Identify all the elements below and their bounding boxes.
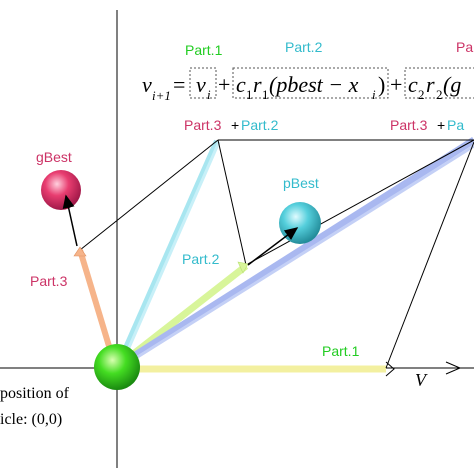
- eq-box-vi: [189, 67, 217, 99]
- label-part3-left: Part.3: [30, 273, 68, 289]
- label-combo1-part2: Part.2: [241, 117, 279, 133]
- construct-line-5: [385, 141, 474, 369]
- pbest-arrow: [247, 227, 299, 266]
- combo-blue-bar: [116, 137, 474, 369]
- eq-sub-x: i: [372, 87, 376, 102]
- label-combo1-plus: +: [231, 117, 239, 133]
- eq-plus1: +: [218, 72, 230, 97]
- eq-equals: =: [173, 72, 185, 97]
- construct-line-1: [79, 139, 219, 251]
- eq-close-paren: ): [378, 72, 385, 97]
- eq-r2: r: [426, 72, 435, 97]
- part3-arrowhead: [73, 246, 87, 257]
- eq-box-term3: [404, 67, 474, 99]
- eq-term3-body: (g: [443, 72, 461, 97]
- label-v-axis: V: [415, 370, 428, 390]
- combo-cyan-bar: [115, 139, 220, 368]
- eq-sub-c1: 1: [246, 87, 253, 102]
- eq-r1: r: [253, 72, 262, 97]
- part1-arrowhead: [385, 361, 395, 377]
- label-combo2-part3: Part.3: [390, 117, 428, 133]
- label-part2-top: Part.2: [285, 39, 323, 55]
- label-position-line2: icle: (0,0): [0, 411, 62, 428]
- eq-vi: v: [196, 72, 206, 97]
- label-part1-top: Part.1: [185, 42, 223, 58]
- gbest-ball: [41, 170, 81, 210]
- eq-sub-r2: 2: [436, 87, 443, 102]
- eq-sub-c2: 2: [418, 87, 425, 102]
- particle-ball: [94, 344, 140, 390]
- label-combo2-plus: +: [437, 117, 445, 133]
- label-position-line1: position of: [0, 385, 70, 402]
- combo-blue-bar-2: [119, 144, 474, 370]
- eq-plus2: +: [390, 72, 402, 97]
- construct-line-3: [217, 139, 247, 266]
- label-pbest: pBest: [283, 175, 319, 191]
- velocity-equation: v i+1 = v i + c 1 r 1 (pbest − x i ) + c…: [142, 67, 474, 103]
- part2-arrowhead: [237, 261, 249, 274]
- eq-c2: c: [408, 72, 418, 97]
- combo-cyan-bar-2: [119, 141, 221, 367]
- gbest-arrow: [62, 194, 78, 247]
- eq-box-term2: [232, 67, 389, 99]
- construct-line-4: [245, 139, 474, 266]
- label-part2-mid: Part.2: [182, 251, 220, 267]
- label-part1-axis: Part.1: [322, 343, 360, 359]
- label-part3-top: Pa: [456, 39, 473, 55]
- eq-sub-r1: 1: [262, 87, 269, 102]
- label-combo1-part3: Part.3: [184, 117, 222, 133]
- label-gbest: gBest: [36, 149, 72, 165]
- eq-c1: c: [236, 72, 246, 97]
- label-combo2-pa: Pa: [447, 117, 464, 133]
- eq-v: v: [142, 72, 152, 97]
- eq-sub-lhs: i+1: [152, 88, 171, 103]
- eq-sub-vi: i: [207, 87, 211, 102]
- eq-term2-body: (pbest − x: [269, 72, 359, 97]
